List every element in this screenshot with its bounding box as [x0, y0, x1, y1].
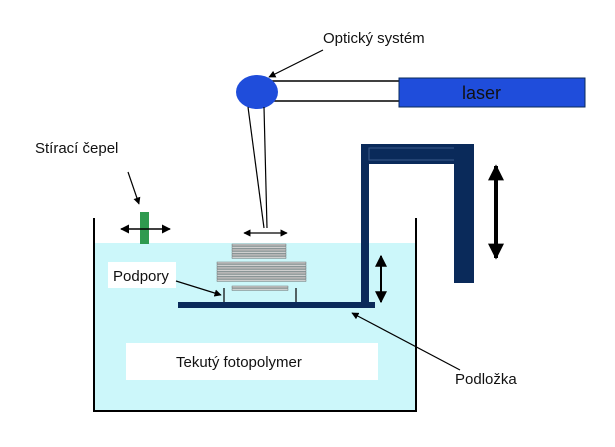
optical-system-ball	[236, 75, 278, 109]
part-layer	[216, 261, 307, 265]
supports-label: Podpory	[113, 268, 169, 285]
part-layer	[231, 246, 287, 249]
laser-cone-left	[247, 106, 265, 229]
build-platform	[178, 302, 375, 308]
optical-system-label: Optický systém	[323, 30, 425, 47]
supports-label-bg	[108, 262, 176, 288]
liquid-label: Tekutý fotopolymer	[176, 354, 302, 371]
blade-label: Stírací čepel	[35, 140, 118, 157]
part-layer	[231, 253, 287, 257]
part-layer	[231, 285, 289, 289]
part-layer	[216, 266, 307, 270]
part-layer	[216, 269, 307, 272]
platform-pointer	[351, 312, 461, 371]
part-layer	[216, 276, 307, 280]
part-layer	[231, 248, 287, 252]
part-layer	[216, 274, 307, 277]
elevator-top-arm-inner	[368, 147, 456, 161]
part-layer	[216, 279, 307, 282]
printed-part-layers	[216, 243, 307, 291]
laser-cone-right	[263, 106, 268, 229]
laser-box	[398, 77, 586, 108]
part-layer	[231, 288, 289, 291]
part-layer	[231, 251, 287, 254]
supports-pointer	[175, 280, 222, 297]
platform-arm	[361, 144, 369, 308]
platform-label: Podložka	[455, 371, 517, 388]
part-layer	[216, 264, 307, 267]
blade-pointer	[127, 171, 141, 205]
part-layer	[231, 256, 287, 259]
elevator-column	[454, 144, 474, 283]
part-layer	[231, 243, 287, 247]
laser-beam-housing	[271, 80, 401, 102]
part-layer	[216, 271, 307, 275]
laser-label: laser	[462, 83, 501, 103]
liquid-label-bg	[126, 343, 378, 380]
vat-outline	[93, 218, 417, 412]
wiper-blade	[140, 212, 149, 244]
optical-system-pointer	[268, 49, 324, 78]
